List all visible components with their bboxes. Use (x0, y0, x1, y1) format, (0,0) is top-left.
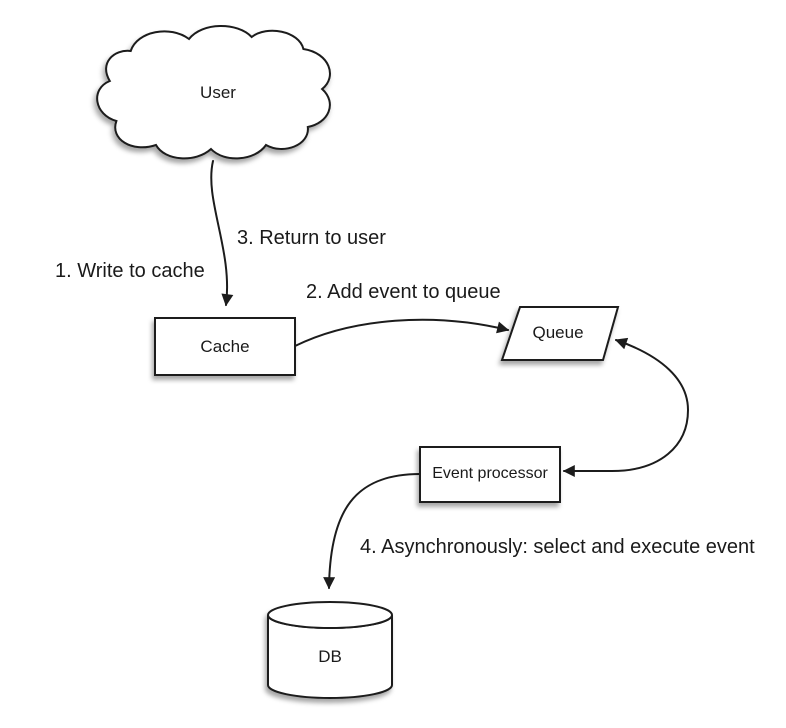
step-2-label: 2. Add event to queue (306, 281, 501, 303)
db-node-label: DB (318, 647, 342, 667)
event-processor-box (419, 446, 561, 503)
diagram-edges (210, 160, 690, 590)
queue-parallelogram (500, 306, 620, 361)
step-3-label: 3. Return to user (237, 227, 386, 249)
user-cloud-shape (97, 26, 330, 158)
edge-queue-event-processor-bidirectional (562, 337, 690, 477)
step-4-label: 4. Asynchronously: select and execute ev… (360, 536, 755, 558)
step-1-label: 1. Write to cache (55, 260, 205, 282)
event-processor-node-label: Event processor (432, 464, 548, 482)
cache-box (154, 317, 296, 376)
diagram-shapes (97, 26, 620, 699)
edge-user-to-cache (210, 160, 234, 307)
db-cylinder-top (267, 601, 393, 629)
user-node-label: User (200, 83, 236, 103)
cache-node-label: Cache (200, 337, 250, 357)
db-cylinder (267, 601, 393, 699)
edge-event-processor-to-db (323, 473, 421, 590)
edge-cache-to-queue (294, 318, 510, 347)
queue-node-label: Queue (532, 323, 584, 343)
